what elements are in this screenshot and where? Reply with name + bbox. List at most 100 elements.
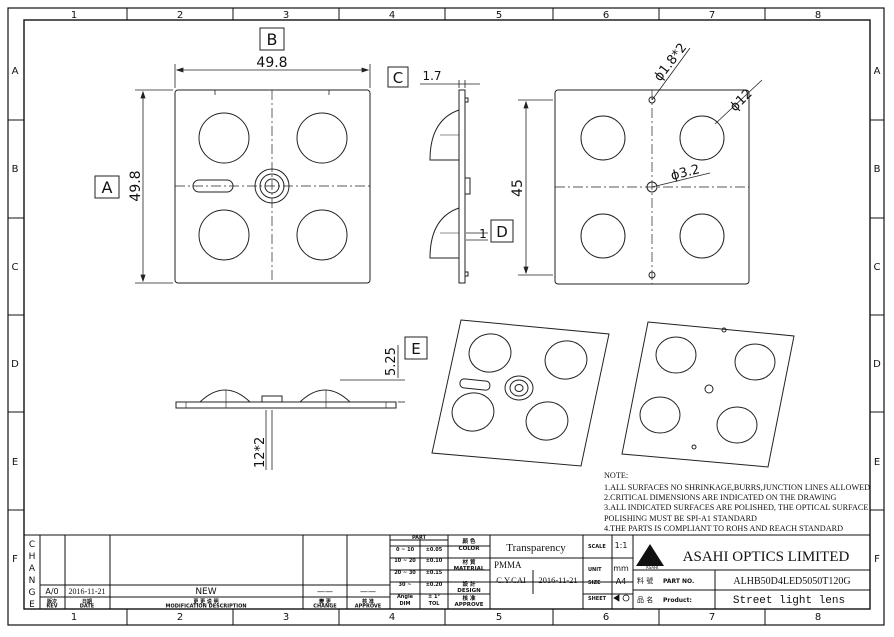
change-letter: H [29,552,36,562]
dim-thickness-value: 1.7 [422,69,441,83]
col-label: 6 [603,612,609,623]
col-label: 1 [71,612,77,623]
company-name: ASAHI OPTICS LIMITED [683,549,850,565]
col-label: 5 [496,612,502,623]
change-letters: C H A N G E [29,540,36,610]
change-letter: E [29,600,35,610]
col-label: 3 [283,10,289,21]
sheet-info: SCALE UNIT SIZE SHEET [588,544,607,602]
tol-header: PART [412,535,427,541]
dim-height [135,89,173,284]
design-label: DESIGN [457,588,481,594]
row-label: B [874,164,881,175]
row-label: E [12,457,18,468]
title-block [23,534,871,610]
dim-pitch [518,47,763,276]
hdr-rev: REV [46,604,57,610]
hdr-desc-cn: 更 更 说 明 [193,598,218,605]
part-number: ALHB50D4LED5050T120G [733,576,850,587]
scale-label: SCALE [588,544,606,550]
zone-ticks [8,8,884,625]
hdr-date-cn: 日期 [82,598,92,605]
zone-labels: 1 2 3 4 5 6 7 8 1 2 3 4 5 6 7 8 A B C D … [11,10,881,623]
dim-d-value: 1 [479,227,487,241]
rev-approve: —— [360,587,376,596]
design-date: 2016-11-21 [538,575,577,585]
tol-value: ±0.05 [426,547,443,553]
rev-headers: 版次 REV 日期 DATE 更 更 说 明 MODIFICATION DESC… [46,598,381,610]
note-line: 4.THE PARTS IS COMPLIANT TO ROHS AND REA… [604,524,843,533]
rev-description: NEW [195,587,216,597]
designer-name: C.Y.CAI [496,575,526,585]
tol-value: ± 1° [428,594,440,600]
row-label: B [12,164,19,175]
hdr-change: CHANGE [313,604,337,610]
color-cn: 颜 色 [463,537,476,545]
view-tag-e-label: E [411,340,420,358]
tol-value: TOL [429,601,441,607]
dim-thickness [420,80,480,88]
note-line: 1.ALL SURFACES NO SHRINKAGE,BURRS,JUNCTI… [604,483,870,492]
material-cn: 材 質 [463,558,476,566]
sheet-label: SHEET [588,596,607,602]
view-tag-b-label: B [267,30,278,49]
note-line: 3.ALL INDICATED SURFACES ARE POLISHED, T… [604,503,868,512]
col-label: 1 [71,10,77,21]
row-label: E [874,457,880,468]
dim-d [466,232,488,241]
projection-symbol-icon [613,594,630,602]
rev-value: A/0 [45,587,58,596]
col-label: 3 [283,612,289,623]
dim-height-value: 49.8 [128,170,144,201]
col-label: 4 [389,612,395,623]
dim-e [265,345,405,470]
row-label: A [874,66,881,77]
hdr-rev-cn: 版次 [47,598,57,605]
rev-date: 2016-11-21 [68,587,105,596]
col-label: 8 [815,10,821,21]
col-label: 2 [177,10,183,21]
material-value: PMMA [494,560,522,570]
approve-cn: 核 准 [463,594,476,602]
row-label: D [873,359,881,370]
note-line: 2.CRITICAL DIMENSIONS ARE INDICATED ON T… [604,493,837,502]
logo-subtext: ASAHI [646,565,658,570]
hdr-date: DATE [80,604,95,610]
hdr-approve-cn: 核 准 [362,598,374,605]
view-tag-d [490,219,514,243]
hdr-change-cn: 變 更 [318,598,332,605]
part-no-cn: 料 號 [637,576,653,585]
color-label: COLOR [459,546,481,552]
tol-value: ±0.15 [426,570,443,576]
tol-range: DIM [400,601,411,607]
view-tag-b [259,27,285,51]
material-label: MATERIAL [454,566,485,572]
view-tag-c [387,66,409,88]
col-label: 7 [709,10,715,21]
tol-range: 10 ~ 20 [394,558,416,564]
front-view [174,89,371,284]
hdr-desc: MODIFICATION DESCRIPTION [165,604,246,610]
tolerance-table: PART 0 ~ 10 ±0.05 10 ~ 20 ±0.10 20 ~ 30 … [394,535,443,607]
asahi-logo-icon [636,544,664,566]
change-letter: C [29,540,35,550]
rev-change: —— [317,587,333,596]
dim-e-height: 5.25 [384,347,399,376]
size-label: SIZE [588,580,601,586]
col-label: 7 [709,612,715,623]
size-value: A4 [616,577,627,586]
col-label: 5 [496,10,502,21]
tol-range: 0 ~ 10 [396,547,415,553]
dim-width-value: 49.8 [256,55,287,71]
iso-back [621,321,795,468]
hdr-approve: APPROVE [355,604,382,610]
elevation-view [175,389,397,409]
col-label: 2 [177,612,183,623]
iso-front [431,319,610,467]
note-line: NOTE: [604,471,628,480]
row-label: A [12,66,19,77]
color-value: Transparency [506,542,566,554]
row-label: F [12,554,18,565]
design-cn: 設 計 [463,580,476,588]
